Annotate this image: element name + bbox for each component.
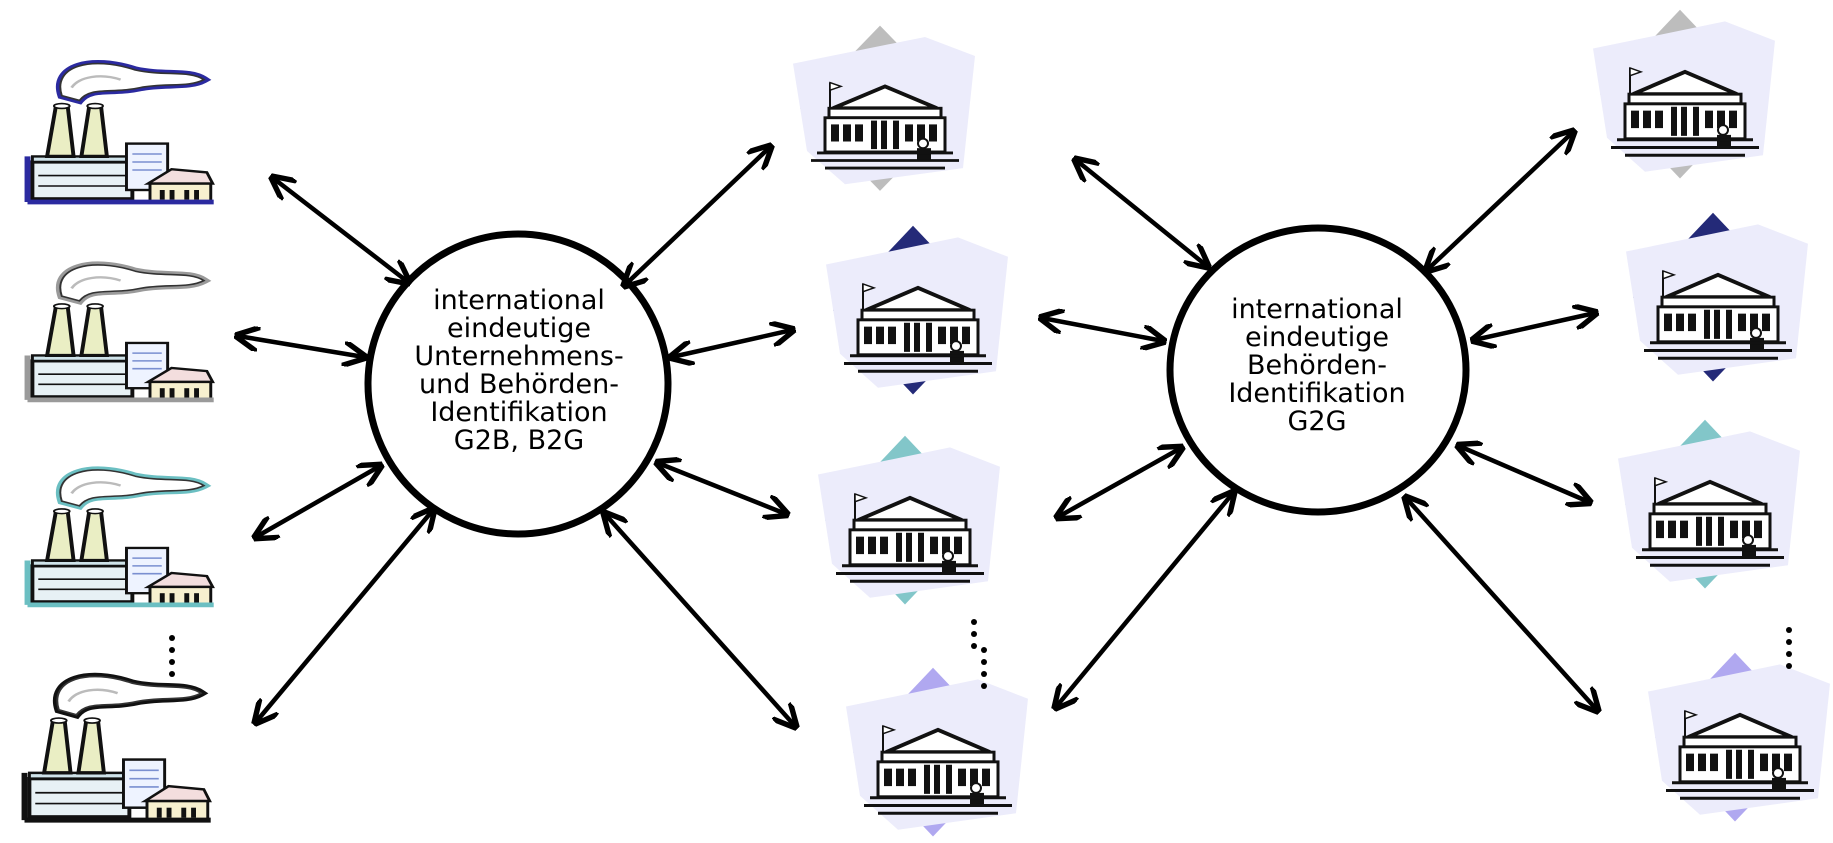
government-building-icon bbox=[1616, 417, 1802, 591]
bidirectional-arrow bbox=[658, 463, 786, 514]
hub-circle-right bbox=[1166, 224, 1470, 516]
factory-icon bbox=[28, 265, 214, 401]
hub-label-line: Unternehmens- bbox=[414, 341, 624, 372]
vertical-ellipsis-icon bbox=[1786, 627, 1792, 669]
government-building-icon bbox=[824, 223, 1010, 397]
government-building-icon bbox=[844, 665, 1030, 839]
bidirectional-arrow bbox=[1076, 160, 1207, 266]
bidirectional-arrow bbox=[1427, 132, 1573, 270]
hub-label-line: international bbox=[433, 285, 605, 316]
hub-label-line: Behörden- bbox=[1247, 350, 1387, 381]
bidirectional-arrow bbox=[605, 514, 795, 726]
bidirectional-arrow bbox=[625, 147, 770, 285]
hub-label-line: international bbox=[1231, 294, 1403, 325]
hub-label-right: international eindeutige Behörden- Ident… bbox=[1170, 286, 1464, 446]
factory-icon bbox=[28, 470, 214, 606]
bidirectional-arrow bbox=[1474, 313, 1595, 340]
bidirectional-arrow bbox=[672, 330, 792, 357]
hub-label-line: eindeutige bbox=[447, 313, 591, 344]
bidirectional-arrow bbox=[1056, 493, 1233, 707]
factory-icon bbox=[25, 677, 211, 821]
bidirectional-arrow bbox=[1406, 498, 1597, 710]
hub-circle-left bbox=[364, 230, 672, 538]
government-building-icon bbox=[1624, 210, 1810, 384]
bidirectional-arrow bbox=[273, 178, 408, 282]
bidirectional-arrow bbox=[1459, 446, 1589, 502]
hub-label-line: G2G bbox=[1287, 406, 1347, 437]
hub-label-left: international eindeutige Unternehmens- u… bbox=[368, 281, 670, 461]
bidirectional-arrow bbox=[1042, 318, 1163, 341]
factory-icon bbox=[28, 64, 214, 203]
bidirectional-arrow bbox=[238, 336, 364, 357]
vertical-ellipsis-icon bbox=[169, 635, 175, 677]
government-building-icon bbox=[791, 23, 977, 193]
hub-label-line: eindeutige bbox=[1245, 322, 1389, 353]
hub-label-line: Identifikation bbox=[430, 397, 608, 428]
hub-label-line: und Behörden- bbox=[419, 369, 619, 400]
vertical-ellipsis-icon bbox=[971, 619, 987, 689]
government-building-icon bbox=[816, 433, 1002, 607]
hub-label-line: Identifikation bbox=[1228, 378, 1406, 409]
government-building-icon bbox=[1591, 7, 1777, 181]
bidirectional-arrow bbox=[1058, 448, 1181, 517]
government-building-icon bbox=[1646, 650, 1832, 824]
hub-label-line: G2B, B2G bbox=[453, 425, 585, 456]
bidirectional-arrow bbox=[256, 510, 433, 722]
bidirectional-arrow bbox=[256, 466, 380, 537]
